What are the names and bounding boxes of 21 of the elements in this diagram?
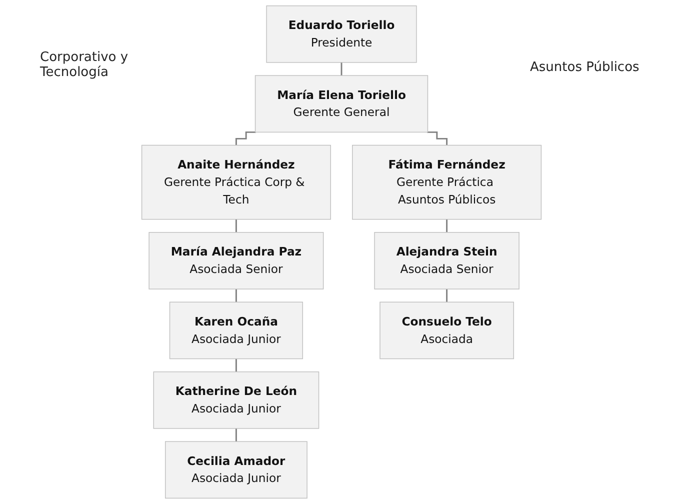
connector [235,428,237,442]
node-box: Eduardo Toriello Presidente [266,5,417,63]
connector [446,218,448,234]
connector [235,288,237,303]
section-label: Corporativo y Tecnología [40,50,130,80]
connector [340,62,342,76]
connector [427,131,448,146]
node-box: Anaite Hernández Gerente Práctica Corp & Tech [141,144,331,220]
node-box: María Alejandra Paz Asociada Senior [148,232,324,290]
node-box: Fátima Fernández Gerente Práctica Asuntos Públicos [352,144,542,220]
connector [235,218,237,234]
connector [235,358,237,373]
connector [446,288,448,303]
node-box: Consuelo Telo Asociada [380,302,514,360]
section-label: Asuntos Públicos [530,60,640,75]
node-box: Karen Ocaña Asociada Junior [169,302,303,360]
connector [235,131,256,146]
node-box: Alejandra Stein Asociada Senior [374,232,520,290]
node-box: Cecilia Amador Asociada Junior [165,441,308,499]
node-box: María Elena Toriello Gerente General [254,75,428,133]
node-box: Katherine De León Asociada Junior [153,371,320,429]
